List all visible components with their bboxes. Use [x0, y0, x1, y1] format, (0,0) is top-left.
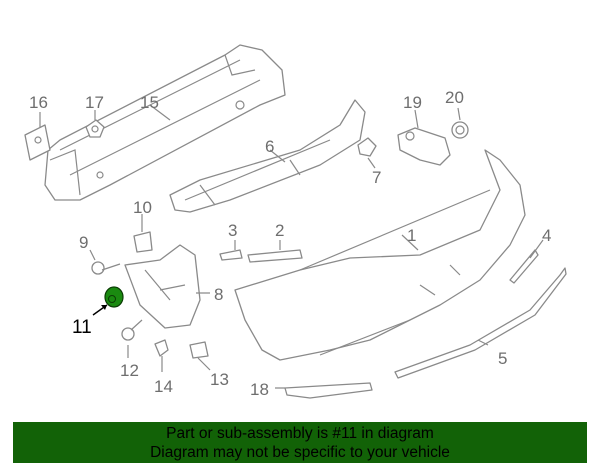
part-20-sensor-ring[interactable]	[451, 121, 469, 139]
part-9-bolt[interactable]	[91, 261, 121, 275]
banner-line-disclaimer: Diagram may not be specific to your vehi…	[150, 444, 450, 461]
label-10: 10	[133, 198, 152, 217]
label-19: 19	[403, 93, 422, 112]
part-4-molding[interactable]	[509, 249, 539, 284]
info-banner: Part or sub-assembly is #11 in diagram D…	[13, 422, 587, 463]
label-9: 9	[79, 233, 88, 252]
part-13-clip[interactable]	[189, 341, 209, 359]
label-6: 6	[265, 137, 274, 156]
label-16: 16	[29, 93, 48, 112]
part-5-trim-strip[interactable]	[394, 267, 567, 379]
label-14: 14	[154, 377, 173, 396]
label-12: 12	[120, 361, 139, 380]
label-13: 13	[210, 370, 229, 389]
part-18-reflector[interactable]	[284, 382, 373, 399]
part-12-screw[interactable]	[121, 319, 143, 341]
part-2-reflector[interactable]	[247, 249, 303, 263]
part-8-bracket[interactable]	[124, 244, 201, 329]
part-3-reflector[interactable]	[219, 249, 243, 261]
part-14-clip[interactable]	[154, 339, 169, 357]
label-20: 20	[445, 88, 464, 107]
part-19-parking-sensor[interactable]	[397, 127, 451, 166]
label-18: 18	[250, 380, 269, 399]
part-17-nut[interactable]	[85, 119, 105, 138]
label-11: 11	[72, 317, 92, 338]
part-1-bumper-cover[interactable]	[234, 149, 526, 361]
label-17: 17	[85, 93, 104, 112]
label-1: 1	[407, 226, 416, 245]
part-6-energy-absorber[interactable]	[169, 99, 366, 213]
label-4: 4	[542, 226, 551, 245]
label-5: 5	[498, 349, 507, 368]
label-3: 3	[228, 221, 237, 240]
label-2: 2	[275, 221, 284, 240]
banner-line-part: Part or sub-assembly is #11 in diagram	[166, 425, 434, 442]
part-16-bracket[interactable]	[24, 124, 51, 161]
part-10-clip[interactable]	[133, 231, 153, 253]
part-11-nut-highlighted[interactable]	[92, 286, 124, 316]
label-7: 7	[372, 168, 381, 187]
label-8: 8	[214, 285, 223, 304]
label-15: 15	[140, 93, 159, 112]
part-7-clip[interactable]	[357, 137, 377, 157]
